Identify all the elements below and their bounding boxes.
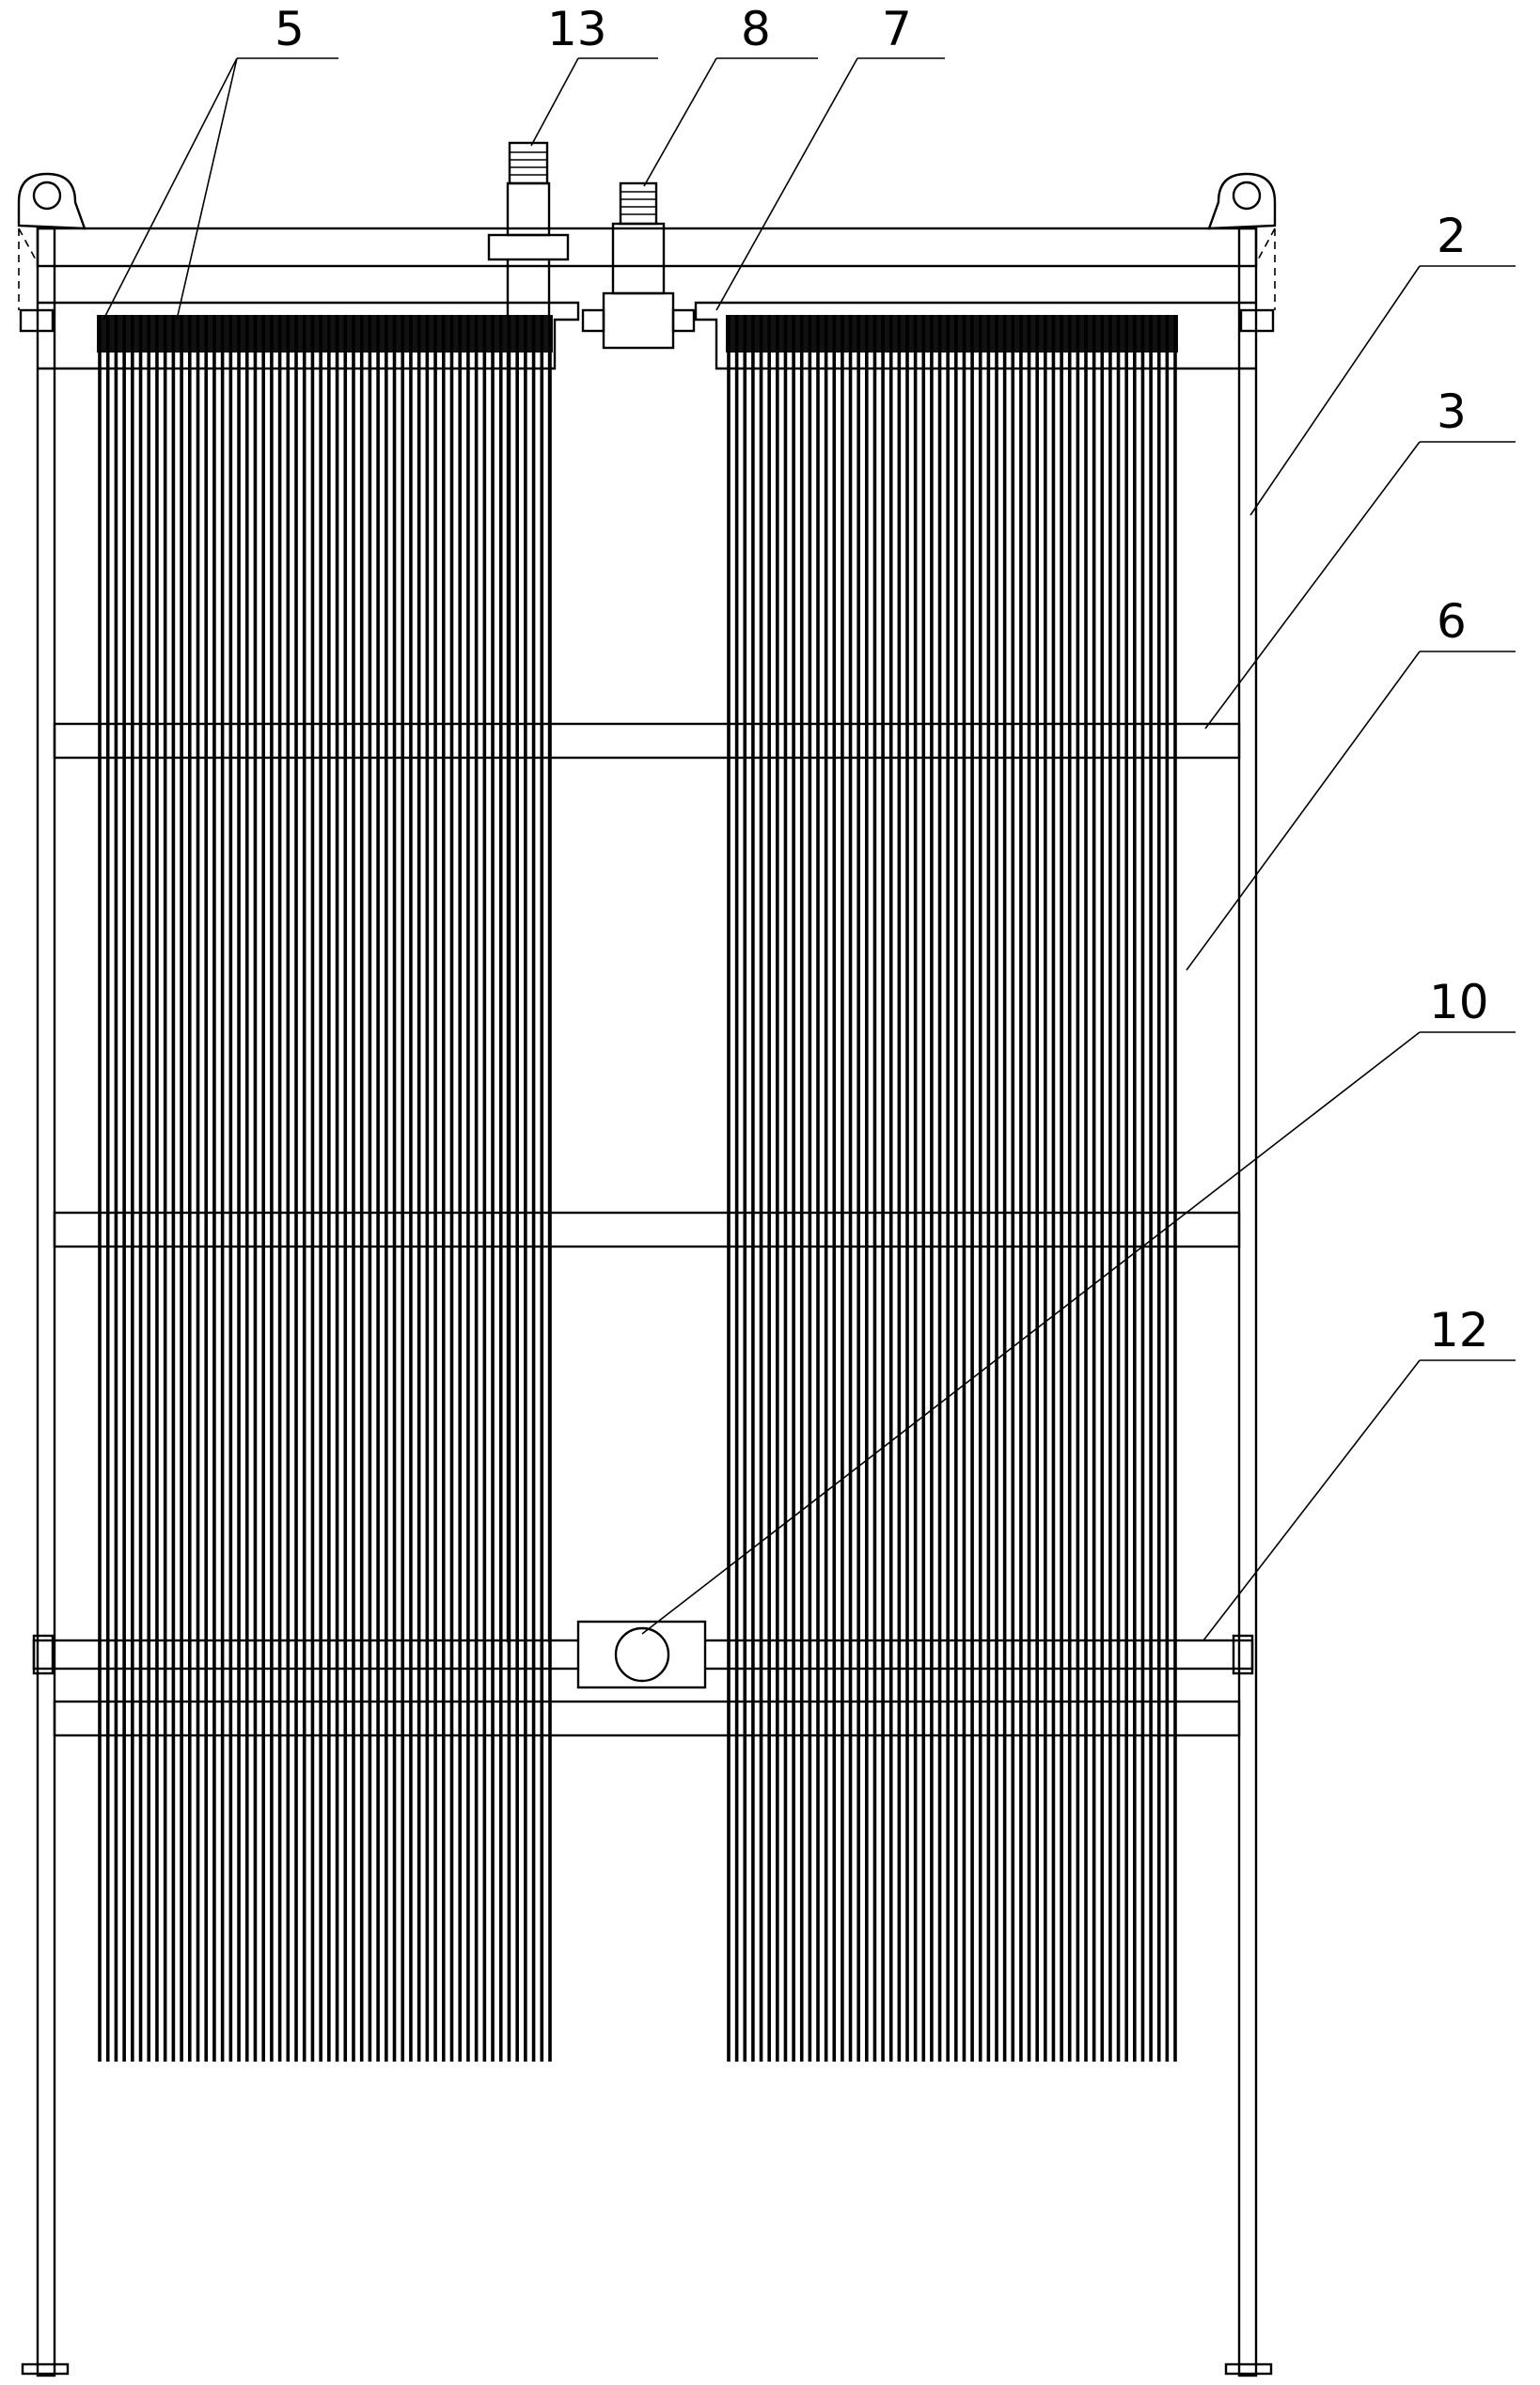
left-fiber-bundle: [97, 315, 553, 2062]
header-assembly: [38, 141, 1256, 1642]
leader-5: [102, 57, 338, 321]
leader-13: [530, 57, 658, 147]
right-bracket: [1239, 308, 1275, 333]
leader-6: [1186, 651, 1516, 971]
right-post: [1237, 227, 1258, 2377]
callout-2: 2: [1437, 209, 1467, 263]
outlet-nipple: [619, 181, 658, 226]
outlet-tee: [602, 291, 675, 350]
aeration-hole: [614, 1626, 670, 1683]
inlet-clamp: [487, 233, 570, 261]
callout-3: 3: [1437, 384, 1467, 439]
crossbars: [53, 722, 1241, 1737]
inlet-nipple: [508, 141, 549, 185]
callout-12: 12: [1429, 1303, 1489, 1357]
left-bracket: [19, 308, 55, 333]
leader-10: [641, 1031, 1516, 1635]
callout-10: 10: [1429, 975, 1489, 1029]
leader-12: [1202, 1359, 1516, 1641]
outlet-connector: [611, 222, 666, 295]
top-beam: [36, 227, 1258, 268]
callout-8: 8: [741, 2, 771, 56]
crossbar-middle: [53, 1211, 1241, 1248]
inlet-pipe-top: [506, 181, 551, 237]
right-fiber-bundle: [726, 315, 1178, 2062]
callout-5: 5: [275, 2, 305, 56]
left-foot: [21, 2362, 70, 2376]
leader-8: [643, 57, 818, 187]
leader-2: [1249, 265, 1516, 516]
callout-6: 6: [1437, 594, 1467, 649]
right-lifting-lug: [1207, 172, 1277, 310]
leader-lines: [102, 57, 1516, 1641]
leader-3: [1204, 441, 1516, 730]
frame: [17, 172, 1277, 2377]
crossbar-lower: [53, 1700, 1241, 1737]
callout-13: 13: [547, 2, 607, 56]
right-foot: [1224, 2362, 1273, 2376]
callout-7: 7: [882, 2, 912, 56]
crossbar-upper: [53, 722, 1241, 760]
callouts: 5 13 8 7 2 3 6 10 12: [275, 2, 1489, 1357]
left-lifting-lug: [17, 172, 86, 310]
aeration-tube: [32, 1620, 1254, 1689]
left-post: [36, 227, 56, 2377]
leader-7: [715, 57, 945, 311]
right-header: [694, 301, 1256, 370]
